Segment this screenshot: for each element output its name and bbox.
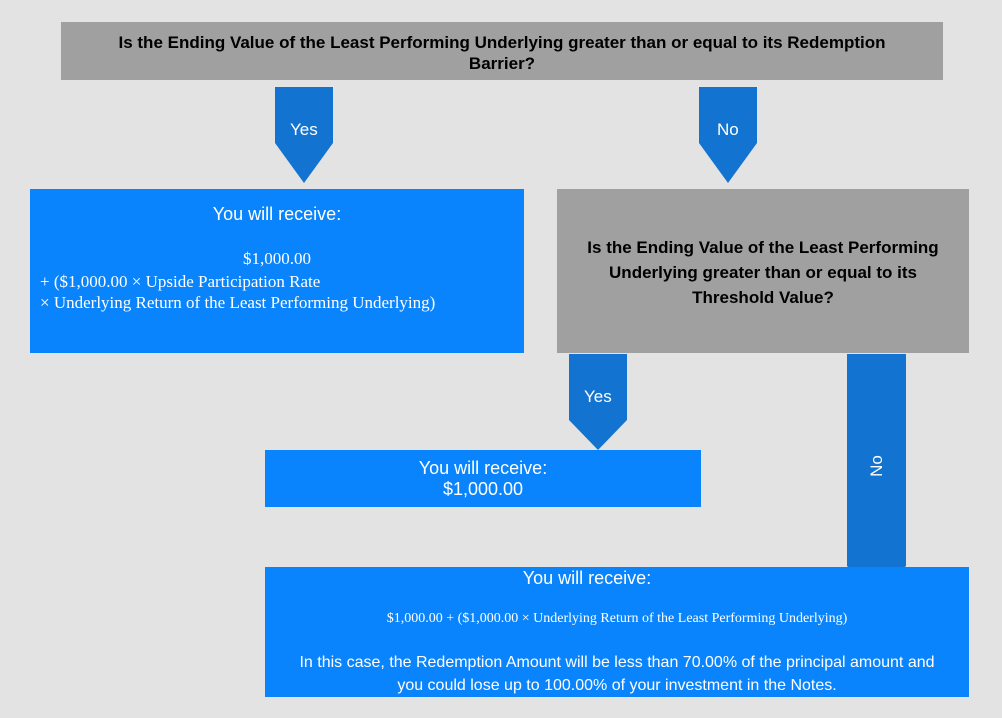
threshold-value-question-line2: Underlying greater than or equal to its: [609, 263, 917, 282]
threshold-yes-label: Yes: [584, 387, 612, 406]
outcome-par-amount: $1,000.00: [442, 479, 524, 499]
outcome-upside-line3: × Underlying Return of the Least Perform…: [40, 293, 436, 312]
top-yes-arrow: [275, 87, 333, 183]
outcome-loss-note-line2: you could lose up to 100.00% of your inv…: [397, 677, 837, 694]
threshold-no-arrow: [847, 354, 906, 592]
outcome-upside-box: You will receive: $1,000.00 + ($1,000.00…: [30, 189, 524, 353]
threshold-value-question-line3: Threshold Value?: [692, 288, 834, 307]
outcome-loss-note-line1: In this case, the Redemption Amount will…: [299, 654, 935, 671]
threshold-value-question: Is the Ending Value of the Least Perform…: [557, 189, 969, 353]
outcome-loss-formula: $1,000.00 + ($1,000.00 × Underlying Retu…: [386, 611, 848, 626]
top-yes-label: Yes: [290, 120, 318, 139]
outcome-loss-heading: You will receive:: [522, 568, 652, 588]
redemption-barrier-question-line1: Is the Ending Value of the Least Perform…: [118, 33, 886, 52]
threshold-value-question-line1: Is the Ending Value of the Least Perform…: [587, 238, 939, 257]
outcome-upside-line2: + ($1,000.00 × Upside Participation Rate: [40, 272, 321, 291]
top-no-label: No: [717, 120, 739, 139]
redemption-barrier-question: Is the Ending Value of the Least Perform…: [61, 22, 943, 80]
redemption-barrier-question-line2: Barrier?: [468, 54, 536, 73]
top-no-arrow: [699, 87, 757, 183]
threshold-no-label: No: [866, 455, 886, 477]
outcome-par-box: You will receive: $1,000.00: [265, 450, 701, 507]
outcome-par-heading: You will receive:: [418, 458, 548, 478]
outcome-upside-line1: $1,000.00: [243, 249, 311, 268]
outcome-loss-box: You will receive: $1,000.00 + ($1,000.00…: [265, 567, 969, 697]
outcome-upside-heading: You will receive:: [212, 204, 342, 224]
threshold-yes-arrow: [569, 354, 627, 450]
